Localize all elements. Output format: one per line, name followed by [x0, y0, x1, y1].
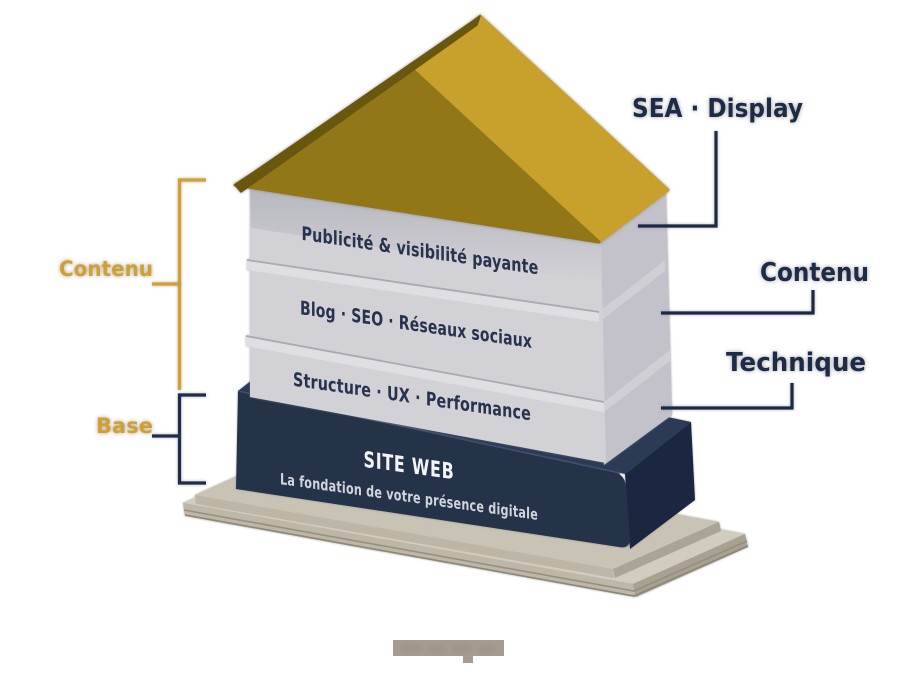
platform-bottom-edge: [184, 514, 749, 597]
separator2-strip: [246, 336, 604, 412]
watermark-smudges: [400, 644, 496, 653]
separator2-side: [604, 350, 670, 412]
separator2-shadowline: [245, 335, 605, 403]
annotation-labels: SEA · Display Contenu Technique Contenu …: [59, 94, 869, 438]
label-technique: Technique: [726, 348, 866, 378]
roof: [233, 14, 670, 244]
platform-upper-right: [613, 522, 721, 578]
separator1-shadowline: [246, 259, 600, 313]
separator-1: [246, 259, 600, 322]
platform-groove: [183, 509, 748, 592]
sea-display-connector: [638, 131, 718, 228]
technique-connector: [661, 383, 794, 410]
separator1-side: [599, 260, 665, 322]
right-connectors: [638, 131, 815, 410]
watermark: [393, 640, 504, 663]
contenu-bracket: [177, 178, 206, 390]
platform-upper-front: [195, 495, 614, 578]
label-base-left: Base: [96, 414, 153, 438]
label-contenu-right: Contenu: [760, 258, 869, 288]
label-sea-display: SEA · Display: [632, 94, 803, 124]
layer-stack: [245, 186, 672, 465]
base-front-face: [236, 391, 630, 548]
roof-ridge-edge: [234, 15, 481, 193]
separator-2: [245, 335, 605, 412]
eave-shadow: [250, 186, 602, 282]
watermark-blob: [393, 640, 504, 656]
base-side-face: [625, 422, 695, 549]
base-bracket: [177, 393, 206, 485]
left-brackets: [152, 178, 206, 485]
watermark-descender: [463, 656, 473, 663]
contenu-connector: [661, 290, 815, 315]
label-contenu-left: Contenu: [59, 257, 153, 281]
separator1-strip: [247, 260, 599, 322]
